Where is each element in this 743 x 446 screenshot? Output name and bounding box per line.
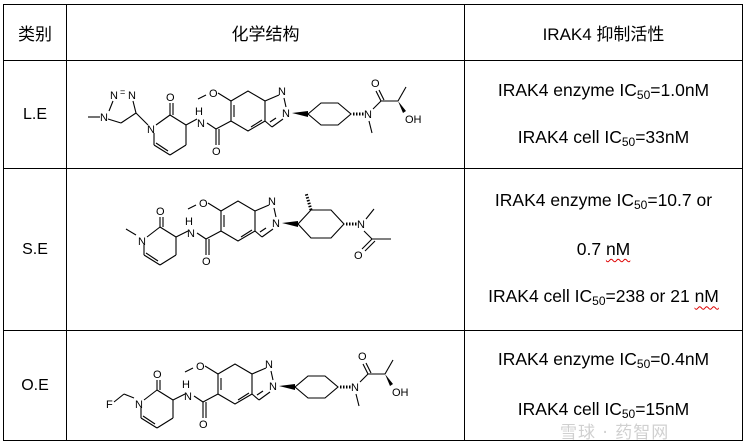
header-activity: IRAK4 抑制活性	[464, 4, 743, 61]
svg-text:OH: OH	[405, 114, 422, 126]
category-cell: L.E	[3, 60, 67, 169]
svg-text:N: N	[268, 196, 276, 208]
irak4-compound-table: 类别 化学结构 IRAK4 抑制活性 L.E N N=N	[3, 4, 743, 441]
svg-text:O: O	[166, 92, 175, 104]
activity-cell: IRAK4 enzyme IC50=1.0nM IRAK4 cell IC50=…	[464, 60, 743, 169]
svg-text:O: O	[153, 369, 162, 381]
svg-text:N: N	[197, 118, 205, 130]
watermark: 雪球 · 药智网	[560, 423, 670, 443]
svg-text:H: H	[182, 379, 190, 391]
category-cell: O.E	[3, 330, 67, 441]
svg-text:N: N	[135, 399, 143, 411]
svg-text:O: O	[202, 256, 211, 268]
svg-text:OH: OH	[392, 387, 409, 399]
svg-text:N: N	[351, 382, 359, 394]
category-cell: S.E	[3, 168, 67, 331]
svg-text:=: =	[120, 87, 125, 97]
enzyme-ic50: IRAK4 enzyme IC50=0.4nM	[497, 349, 710, 371]
chemical-structure-L-E-icon: N N=N N O	[87, 78, 422, 158]
svg-text:N: N	[269, 381, 277, 393]
cell-ic50: IRAK4 cell IC50=15nM	[517, 399, 690, 421]
svg-text:N: N	[265, 359, 273, 371]
svg-text:O: O	[212, 146, 221, 158]
chemical-structure-S-E-icon: N O HN O O	[125, 192, 391, 268]
svg-text:N: N	[272, 218, 280, 230]
svg-text:O: O	[199, 198, 208, 210]
svg-text:N: N	[138, 236, 146, 248]
svg-text:N: N	[128, 90, 136, 102]
cell-ic50: IRAK4 cell IC50=238 or 21 nM	[488, 286, 719, 309]
svg-text:O: O	[196, 361, 205, 373]
table-row: L.E N N=N N O	[3, 60, 743, 169]
svg-text:O: O	[156, 206, 165, 218]
svg-text:N: N	[184, 391, 192, 403]
svg-text:N: N	[100, 112, 108, 124]
svg-text:H: H	[185, 216, 193, 228]
enzyme-ic50: IRAK4 enzyme IC50=10.7 or	[494, 189, 713, 212]
activity-cell: IRAK4 enzyme IC50=10.7 or 0.7 nM IRAK4 c…	[464, 168, 743, 331]
svg-text:O: O	[358, 351, 367, 363]
svg-text:O: O	[199, 419, 208, 431]
svg-text:N: N	[282, 108, 290, 120]
svg-text:O: O	[354, 250, 363, 262]
header-row: 类别 化学结构 IRAK4 抑制活性	[3, 4, 743, 61]
cell-ic50: IRAK4 cell IC50=33nM	[517, 126, 690, 149]
svg-text:N: N	[278, 86, 286, 98]
svg-text:O: O	[209, 88, 218, 100]
header-structure: 化学结构	[66, 4, 465, 61]
svg-text:N: N	[147, 124, 155, 136]
chemical-structure-O-E-icon: F N O HN O	[106, 351, 409, 431]
svg-text:H: H	[195, 106, 203, 118]
activity-cell: IRAK4 enzyme IC50=0.4nM IRAK4 cell IC50=…	[464, 330, 743, 441]
svg-text:N: N	[110, 90, 118, 102]
structure-cell: N N=N N O	[66, 60, 465, 169]
svg-text:N: N	[357, 219, 365, 231]
svg-text:O: O	[371, 78, 380, 90]
enzyme-ic50: IRAK4 enzyme IC50=1.0nM	[497, 79, 710, 102]
svg-text:N: N	[364, 109, 372, 121]
enzyme-ic50-continued: 0.7 nM	[576, 238, 631, 259]
header-category: 类别	[3, 4, 67, 61]
svg-text:F: F	[106, 399, 113, 411]
svg-text:N: N	[187, 228, 195, 240]
